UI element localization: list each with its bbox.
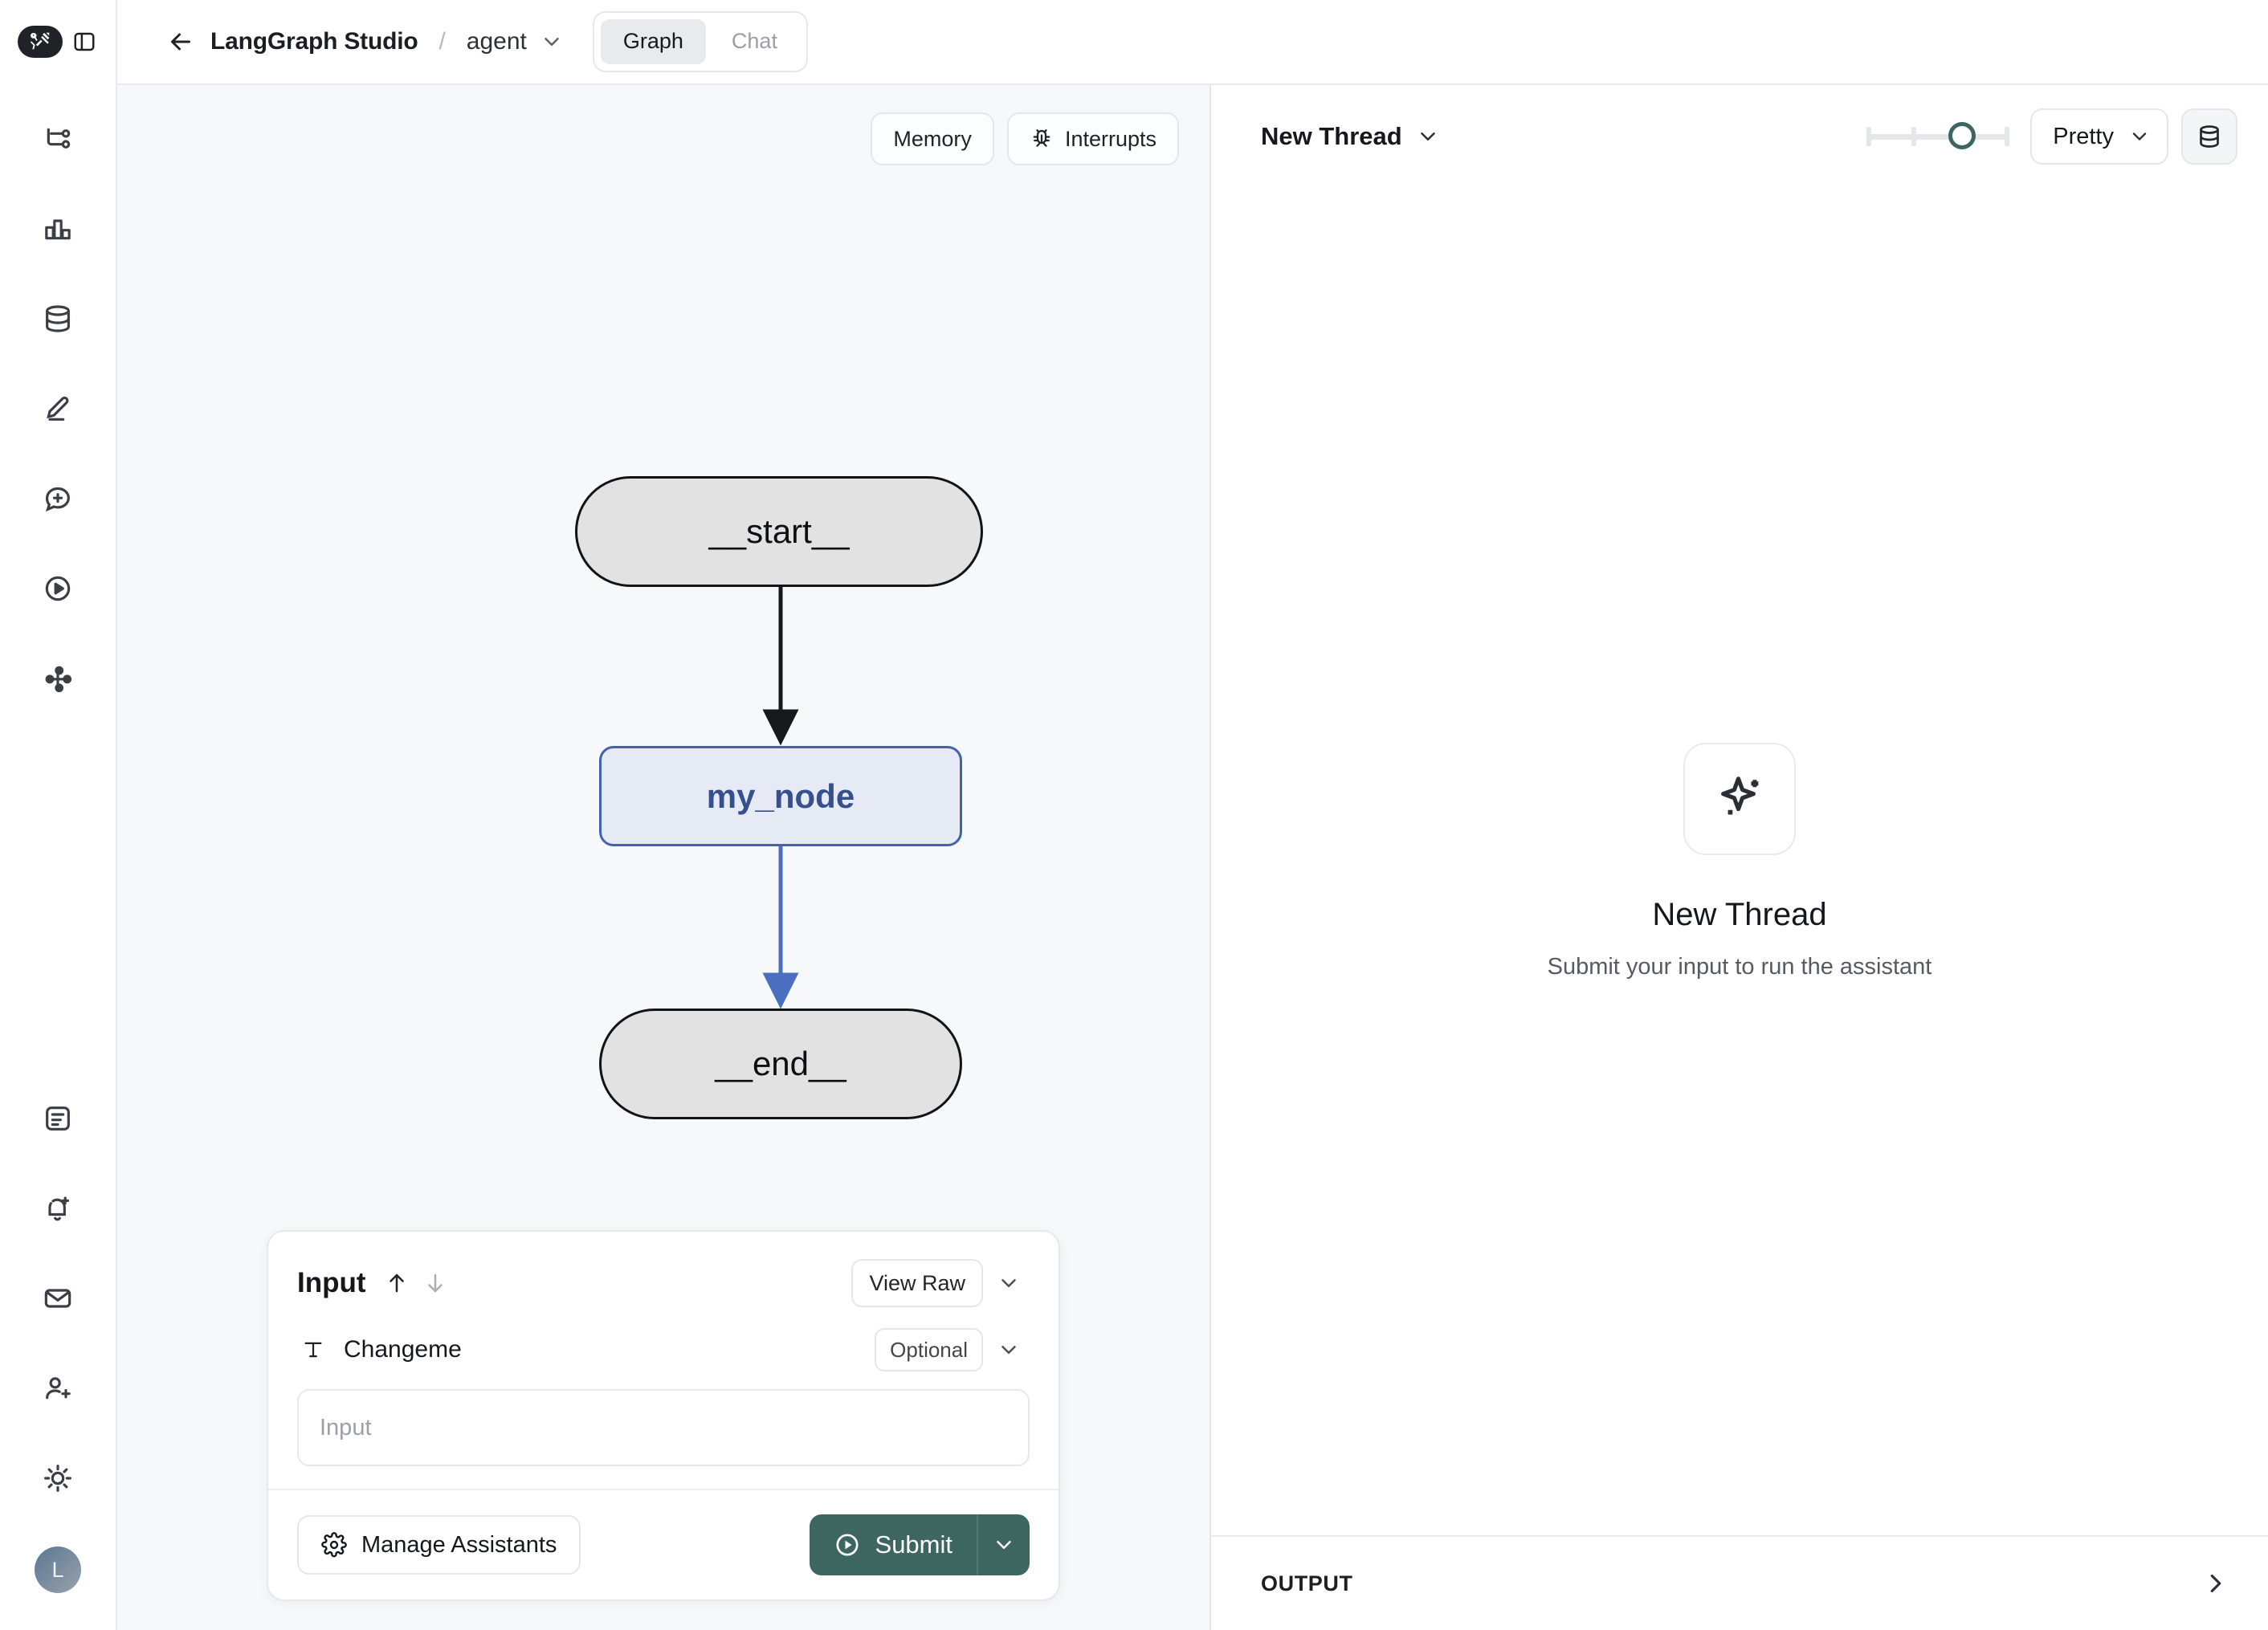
interrupts-label: Interrupts bbox=[1064, 126, 1156, 151]
optional-badge: Optional bbox=[875, 1328, 983, 1371]
memory-button[interactable]: Memory bbox=[871, 112, 994, 165]
chevron-right-icon[interactable] bbox=[2201, 1568, 2231, 1599]
page-title: LangGraph Studio bbox=[210, 28, 418, 55]
graph-pane: Memory Interrupts bbox=[117, 85, 1211, 1630]
graph-edges bbox=[762, 587, 799, 1009]
format-chevron-down-icon bbox=[2128, 125, 2151, 148]
graph-node-start[interactable]: __start__ bbox=[575, 476, 983, 587]
database-toggle-icon[interactable] bbox=[2181, 108, 2237, 165]
input-card: Input View Raw bbox=[267, 1230, 1060, 1601]
submit-button[interactable]: Submit bbox=[809, 1514, 977, 1575]
manage-assistants-label: Manage Assistants bbox=[361, 1531, 557, 1558]
bell-plus-icon[interactable] bbox=[36, 1187, 80, 1230]
slider-track bbox=[1866, 134, 2010, 140]
play-circle-icon[interactable] bbox=[36, 567, 80, 610]
changeme-input[interactable] bbox=[297, 1389, 1030, 1466]
submit-group: Submit bbox=[809, 1514, 1030, 1575]
rail-bottom-icons: L bbox=[35, 1097, 81, 1593]
rail-top-icons bbox=[36, 117, 80, 700]
play-circle-icon bbox=[834, 1531, 861, 1559]
input-collapse-chevron-down-icon[interactable] bbox=[988, 1262, 1030, 1304]
thread-name[interactable]: New Thread bbox=[1261, 122, 1402, 150]
tab-graph[interactable]: Graph bbox=[600, 19, 706, 64]
bug-icon bbox=[1030, 127, 1054, 151]
stage: LangGraph Studio / agent Graph Chat Memo… bbox=[117, 0, 2268, 1630]
topbar: LangGraph Studio / agent Graph Chat bbox=[117, 0, 2268, 85]
arrow-down-icon[interactable] bbox=[418, 1265, 453, 1301]
chevron-down-icon[interactable] bbox=[540, 30, 564, 54]
thread-pane: New Thread Pretty bbox=[1211, 85, 2268, 1630]
slider-tick bbox=[1866, 127, 1872, 146]
pencil-icon[interactable] bbox=[36, 387, 80, 430]
sparkle-icon bbox=[1683, 743, 1796, 855]
graph-node-my-node[interactable]: my_node bbox=[599, 746, 962, 846]
breadcrumb-agent[interactable]: agent bbox=[466, 28, 527, 55]
empty-state-title: New Thread bbox=[1652, 897, 1827, 932]
input-card-footer: Manage Assistants Submit bbox=[268, 1489, 1059, 1599]
input-title: Input bbox=[297, 1267, 366, 1298]
graph-canvas[interactable]: __start__ my_node __end__ bbox=[117, 85, 1209, 1630]
chat-plus-icon[interactable] bbox=[36, 477, 80, 520]
document-icon[interactable] bbox=[36, 1097, 80, 1140]
view-raw-button[interactable]: View Raw bbox=[851, 1259, 983, 1307]
submit-label: Submit bbox=[875, 1530, 952, 1559]
arrow-left-icon[interactable] bbox=[164, 25, 198, 59]
user-plus-icon[interactable] bbox=[36, 1367, 80, 1410]
avatar[interactable]: L bbox=[35, 1546, 81, 1593]
slider-tick bbox=[1911, 127, 1917, 146]
thread-chevron-down-icon[interactable] bbox=[1407, 116, 1449, 157]
graph-toolbar: Memory Interrupts bbox=[871, 112, 1179, 165]
manage-assistants-button[interactable]: Manage Assistants bbox=[297, 1515, 581, 1575]
thread-header: New Thread Pretty bbox=[1211, 85, 2268, 188]
empty-state-subtitle: Submit your input to run the assistant bbox=[1547, 954, 1932, 980]
output-bar[interactable]: OUTPUT bbox=[1211, 1535, 2268, 1630]
sun-icon[interactable] bbox=[36, 1457, 80, 1500]
thread-empty-state: New Thread Submit your input to run the … bbox=[1211, 188, 2268, 1535]
share-network-icon[interactable] bbox=[36, 657, 80, 700]
input-field-label: Changeme bbox=[344, 1336, 462, 1363]
bar-chart-icon[interactable] bbox=[36, 207, 80, 251]
text-type-icon bbox=[297, 1334, 329, 1366]
tab-chat[interactable]: Chat bbox=[709, 19, 800, 63]
left-rail: L bbox=[0, 0, 117, 1630]
langchain-parrot-logo[interactable] bbox=[18, 26, 63, 58]
format-select[interactable]: Pretty bbox=[2030, 108, 2168, 165]
git-branch-icon[interactable] bbox=[36, 117, 80, 161]
slider-tick bbox=[2005, 127, 2010, 146]
breadcrumb-separator: / bbox=[439, 28, 446, 55]
input-card-header: Input View Raw bbox=[268, 1232, 1059, 1307]
sidebar-toggle-icon[interactable] bbox=[71, 28, 98, 55]
arrow-up-icon[interactable] bbox=[379, 1265, 414, 1301]
body-split: Memory Interrupts bbox=[117, 85, 2268, 1630]
field-chevron-down-icon[interactable] bbox=[988, 1329, 1030, 1371]
graph-node-end[interactable]: __end__ bbox=[599, 1009, 962, 1119]
mail-icon[interactable] bbox=[36, 1277, 80, 1320]
view-tabs: Graph Chat bbox=[592, 11, 808, 72]
gear-icon bbox=[321, 1532, 347, 1558]
interrupts-button[interactable]: Interrupts bbox=[1006, 112, 1179, 165]
slider-knob[interactable] bbox=[1948, 122, 1976, 149]
input-field-row: Changeme Optional bbox=[268, 1307, 1059, 1371]
format-select-value: Pretty bbox=[2053, 123, 2114, 149]
memory-label: Memory bbox=[893, 126, 972, 151]
rail-logo-row bbox=[0, 0, 116, 84]
submit-chevron-down-icon[interactable] bbox=[977, 1514, 1030, 1575]
database-icon[interactable] bbox=[36, 297, 80, 340]
output-label: OUTPUT bbox=[1261, 1571, 1353, 1595]
detail-slider[interactable] bbox=[1866, 122, 2010, 151]
